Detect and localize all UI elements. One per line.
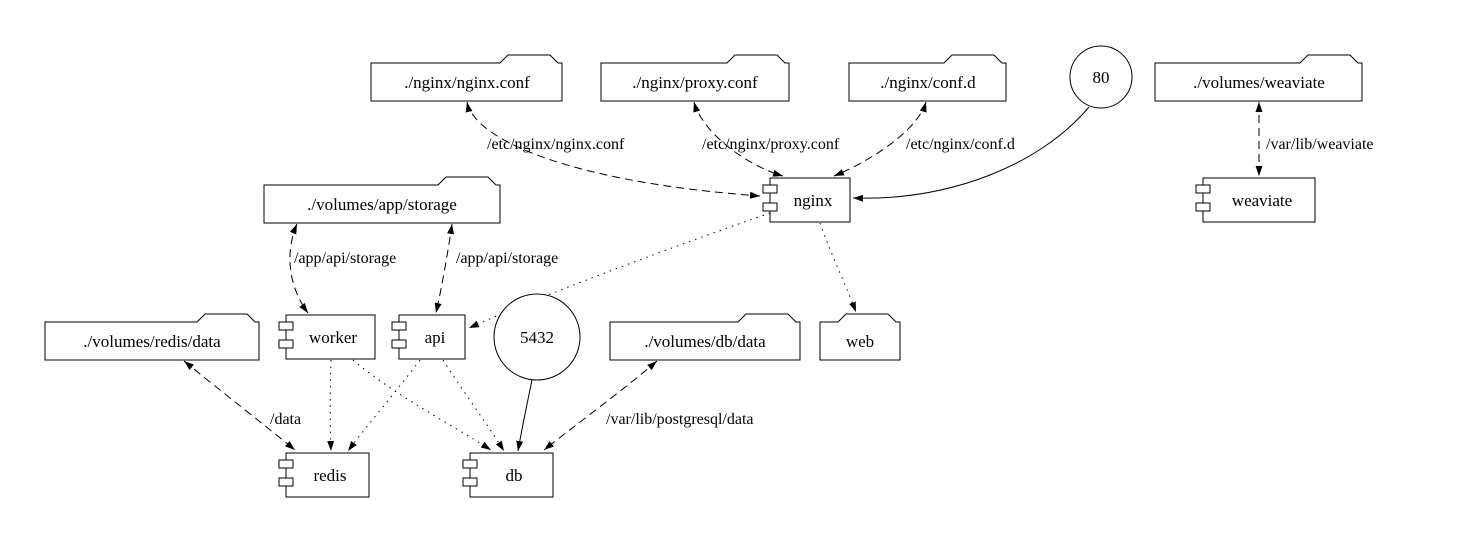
edge-port5432-db bbox=[516, 379, 533, 452]
edge-label-conf-d-mount: /etc/nginx/conf.d bbox=[906, 136, 1015, 153]
edge-nginxconf-nginx-mount bbox=[465, 101, 761, 199]
folder-shape bbox=[370, 54, 563, 102]
edge-nginx-web-depends bbox=[819, 222, 857, 313]
node-label: redis bbox=[313, 466, 346, 485]
component-tab bbox=[391, 321, 407, 331]
component-body bbox=[285, 452, 370, 498]
edge-dbvolume-db-mount bbox=[543, 360, 658, 451]
edge-label-weaviate-mount: /var/lib/weaviate bbox=[1266, 136, 1374, 153]
edge-proxyconf-nginx-mount bbox=[693, 101, 784, 177]
edge-confd-nginx-mount bbox=[833, 101, 927, 177]
edge-port80-nginx bbox=[852, 106, 1090, 202]
node-volumes-weaviate: ./volumes/weaviate bbox=[1154, 54, 1363, 102]
node-api-service: api bbox=[391, 314, 466, 360]
node-nginx-conf-file: ./nginx/nginx.conf bbox=[370, 54, 563, 102]
edge-label-proxy-conf-mount: /etc/nginx/proxy.conf bbox=[702, 136, 840, 153]
edge-label-worker-storage-mount: /app/api/storage bbox=[294, 250, 396, 267]
component-tab bbox=[462, 459, 478, 469]
edge-worker-redis-depends bbox=[327, 359, 335, 452]
edge-storage-api-mount bbox=[434, 223, 455, 314]
node-worker-service: worker bbox=[278, 314, 376, 360]
component-tab bbox=[278, 459, 294, 469]
component-tab bbox=[1195, 184, 1211, 194]
folder-shape bbox=[263, 176, 501, 224]
node-label: 5432 bbox=[520, 328, 554, 347]
node-label: web bbox=[846, 332, 874, 351]
component-tab bbox=[278, 477, 294, 487]
node-db-service: db bbox=[462, 452, 554, 498]
component-tab bbox=[762, 202, 778, 212]
component-body bbox=[285, 314, 376, 360]
node-volumes-db-data: ./volumes/db/data bbox=[609, 313, 801, 361]
node-label: weaviate bbox=[1232, 191, 1292, 210]
node-weaviate-service: weaviate bbox=[1195, 177, 1316, 223]
component-tab bbox=[278, 321, 294, 331]
component-tab bbox=[278, 339, 294, 349]
edge-label-nginx-conf-mount: /etc/nginx/nginx.conf bbox=[487, 136, 625, 153]
node-label: nginx bbox=[794, 191, 833, 210]
node-label: worker bbox=[309, 328, 357, 347]
edge-redisvolume-redis-mount bbox=[183, 360, 296, 451]
folder-shape bbox=[1154, 54, 1363, 102]
edges bbox=[183, 101, 1263, 452]
node-label: db bbox=[506, 466, 523, 485]
component-body bbox=[769, 177, 851, 223]
node-web-folder: web bbox=[819, 313, 901, 361]
node-port-5432: 5432 bbox=[493, 293, 581, 381]
nodes: ./nginx/nginx.conf ./nginx/proxy.conf ./… bbox=[44, 45, 1363, 498]
node-label: ./volumes/app/storage bbox=[307, 195, 457, 214]
node-label: ./volumes/redis/data bbox=[83, 332, 221, 351]
edge-worker-db-depends bbox=[352, 359, 492, 451]
node-volumes-redis-data: ./volumes/redis/data bbox=[44, 313, 260, 361]
node-nginx-service: nginx bbox=[762, 177, 851, 223]
node-label: ./nginx/proxy.conf bbox=[632, 73, 758, 92]
edge-labels: /etc/nginx/nginx.conf /etc/nginx/proxy.c… bbox=[270, 136, 1374, 428]
node-volumes-app-storage: ./volumes/app/storage bbox=[263, 176, 501, 224]
node-label: ./volumes/weaviate bbox=[1193, 73, 1325, 92]
component-body bbox=[398, 314, 466, 360]
component-body bbox=[469, 452, 554, 498]
node-conf-d-folder: ./nginx/conf.d bbox=[848, 54, 1007, 102]
node-redis-service: redis bbox=[278, 452, 370, 498]
node-label: 80 bbox=[1093, 68, 1110, 87]
folder-shape bbox=[848, 54, 1007, 102]
node-label: api bbox=[425, 328, 446, 347]
edge-label-api-storage-mount: /app/api/storage bbox=[456, 250, 558, 267]
folder-shape bbox=[609, 313, 801, 361]
node-label: ./nginx/conf.d bbox=[880, 73, 976, 92]
component-body bbox=[1202, 177, 1316, 223]
node-label: ./nginx/nginx.conf bbox=[404, 73, 530, 92]
node-label: ./volumes/db/data bbox=[644, 332, 766, 351]
component-tab bbox=[1195, 202, 1211, 212]
node-proxy-conf-file: ./nginx/proxy.conf bbox=[600, 54, 790, 102]
edge-api-db-depends bbox=[442, 359, 505, 452]
component-tab bbox=[391, 339, 407, 349]
edge-storage-worker-mount bbox=[289, 223, 309, 314]
edge-label-redis-mount: /data bbox=[270, 411, 301, 428]
folder-shape bbox=[819, 313, 901, 361]
component-tab bbox=[462, 477, 478, 487]
node-port-80: 80 bbox=[1069, 45, 1133, 109]
edge-label-db-mount: /var/lib/postgresql/data bbox=[606, 411, 754, 428]
edge-api-redis-depends bbox=[347, 359, 421, 452]
folder-shape bbox=[600, 54, 790, 102]
port-circle bbox=[1069, 45, 1133, 109]
folder-shape bbox=[44, 313, 260, 361]
component-tab bbox=[762, 184, 778, 194]
port-circle bbox=[493, 293, 581, 381]
